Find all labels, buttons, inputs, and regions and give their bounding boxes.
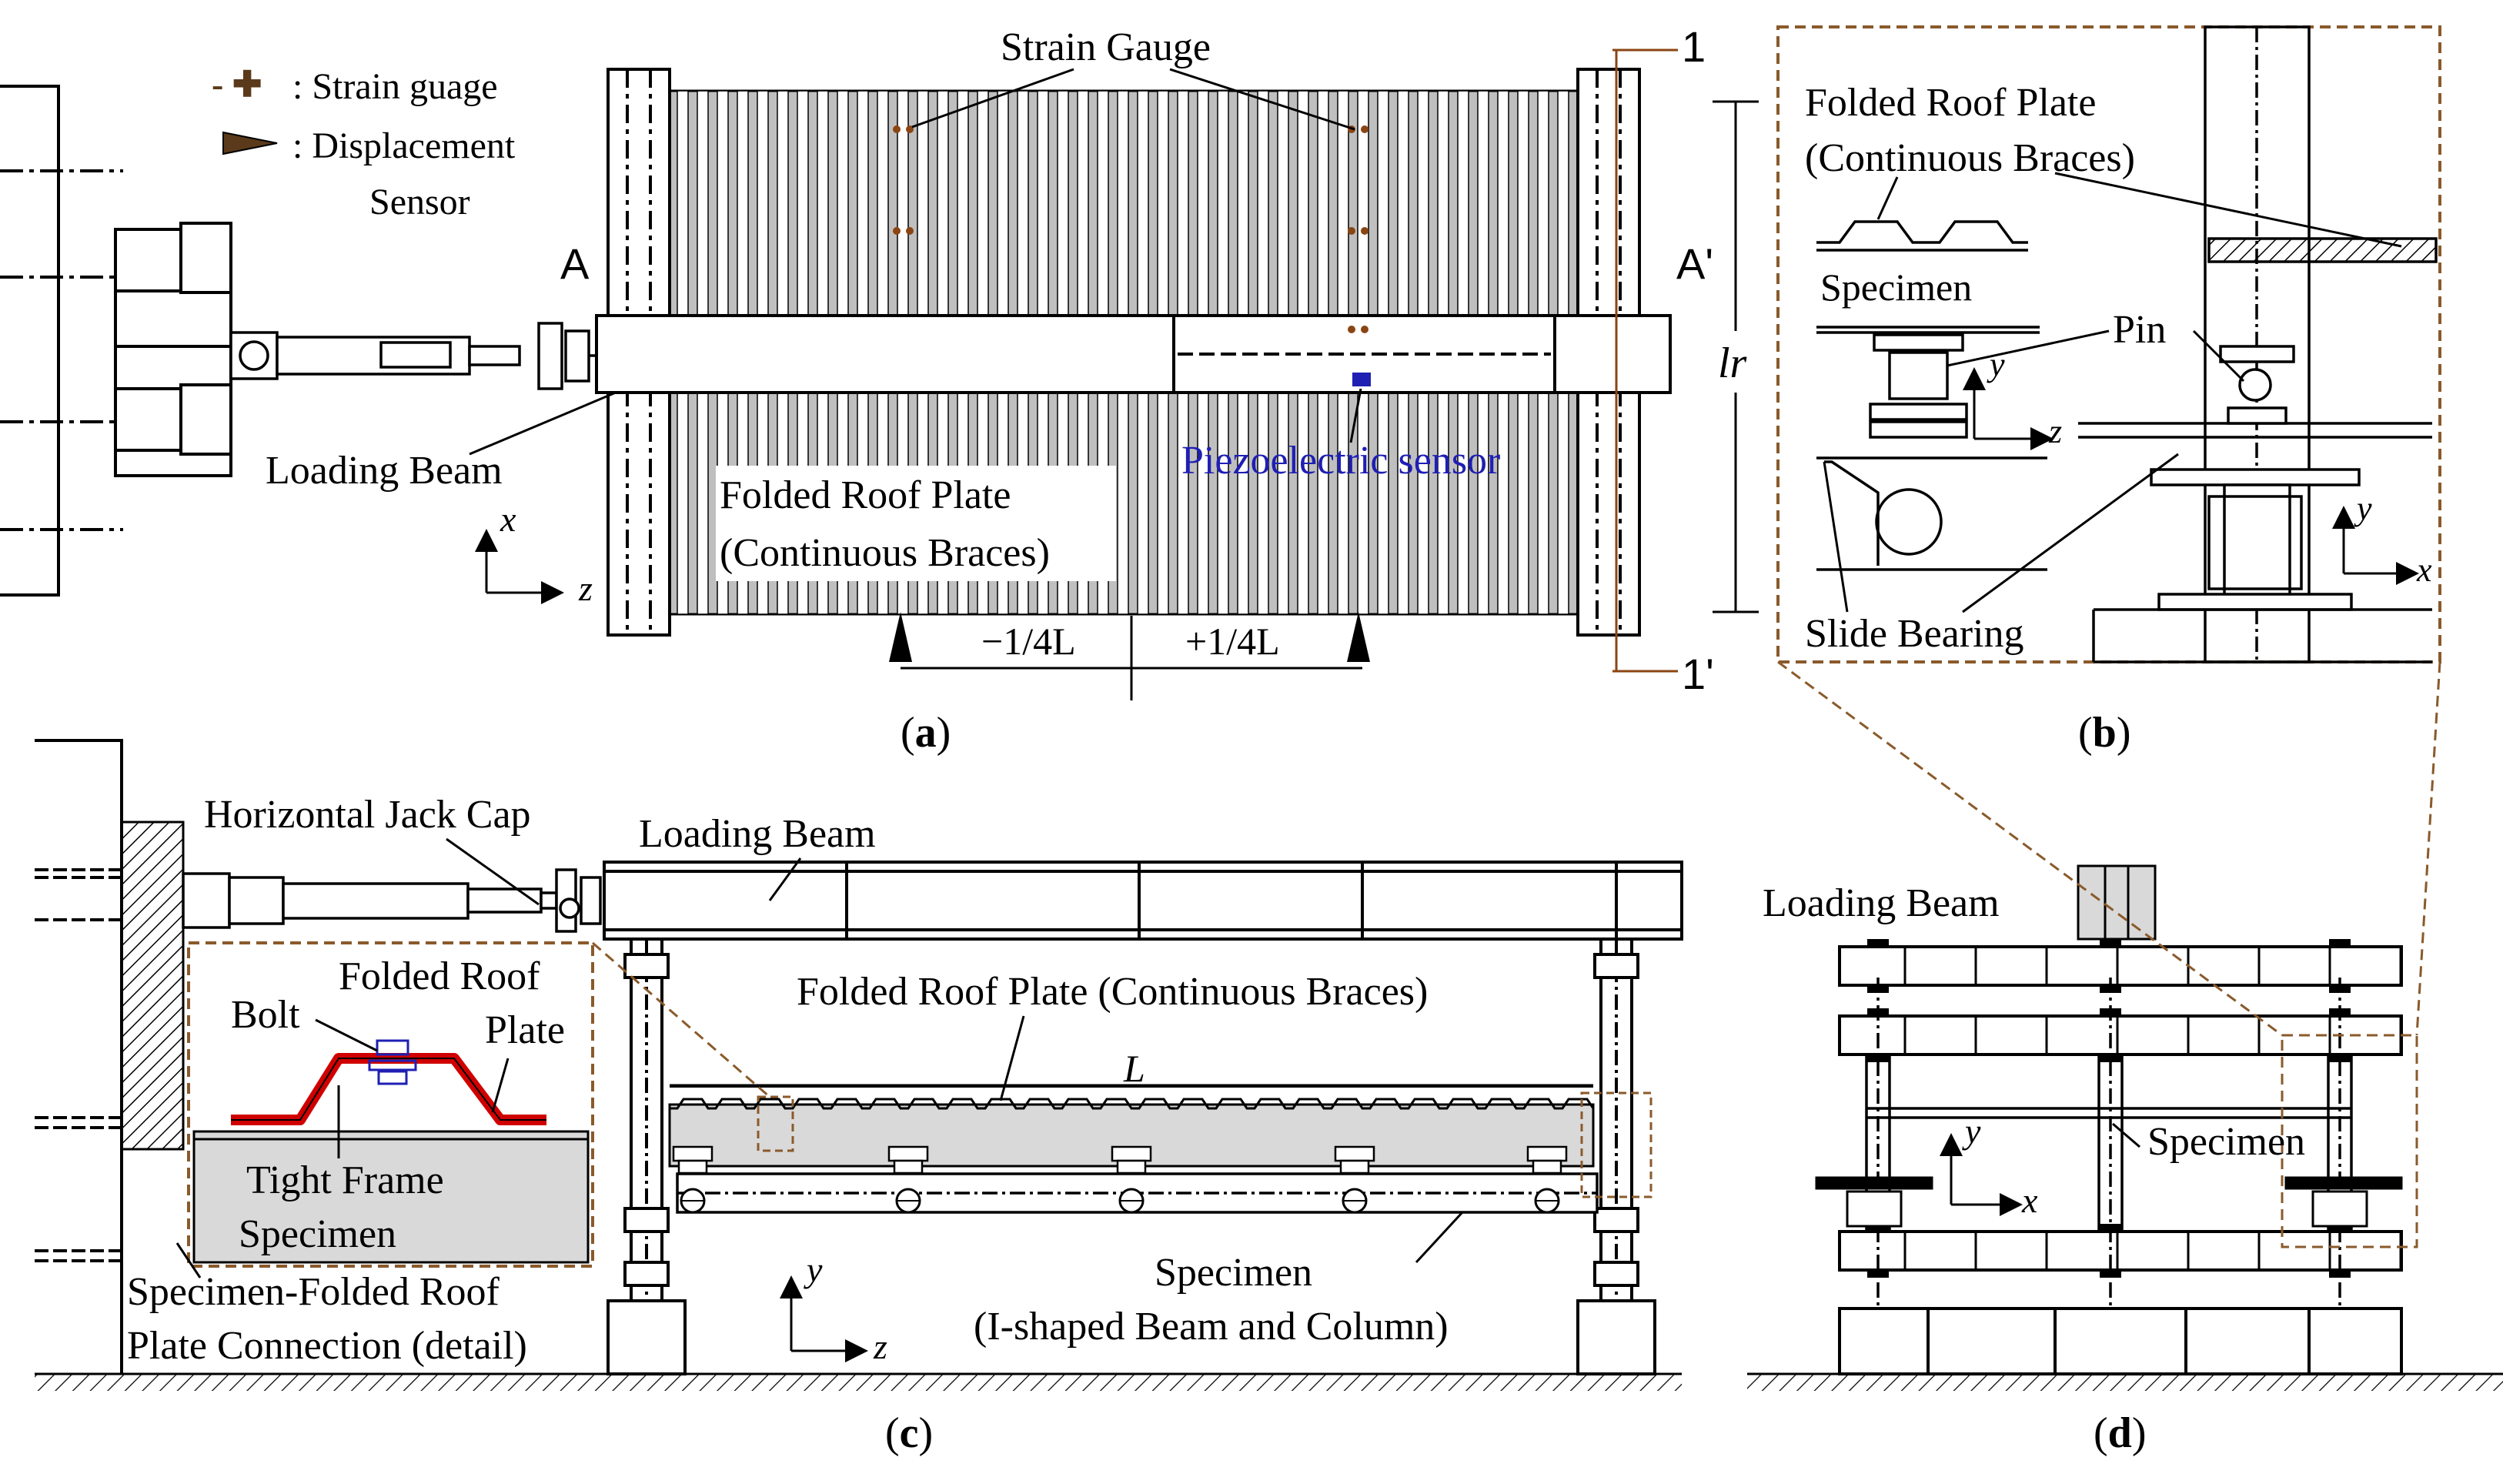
- dim-plus-quarter-l: +1/4L: [1185, 620, 1280, 663]
- label-loading-beam-d: Loading Beam: [1763, 881, 2000, 925]
- label-specimen-d: Specimen: [2147, 1120, 2305, 1164]
- label-specimen-detail: Specimen: [239, 1212, 396, 1256]
- axis-x-d: x: [2021, 1181, 2038, 1220]
- label-loading-beam-c: Loading Beam: [639, 812, 876, 856]
- label-jack-cap: Horizontal Jack Cap: [204, 793, 531, 837]
- tight-frame-block: [192, 1130, 590, 1264]
- axis-z-a: z: [578, 569, 593, 608]
- loading-beam-a: [595, 314, 1672, 394]
- panel-c: L Horizontal Jack Cap Loading Beam Folde…: [35, 739, 1683, 1457]
- axis-z-c: z: [873, 1327, 887, 1366]
- panel-label-a: (a): [901, 709, 951, 757]
- axis-y-d: y: [1962, 1111, 1981, 1151]
- section-mark-1: 1: [1682, 22, 1706, 71]
- label-specimen-c-2: (I-shaped Beam and Column): [974, 1305, 1449, 1349]
- label-tight-frame: Tight Frame: [246, 1158, 444, 1202]
- legend-a: - ✚ : Strain guage : Displacement Sensor: [212, 65, 516, 222]
- loading-beam-d: [2077, 864, 2157, 941]
- label-roof-plate-a-1: Folded Roof Plate: [720, 473, 1011, 517]
- label-strain-gauge-a: Strain Gauge: [1001, 25, 1211, 69]
- label-piezo-sensor: Piezoelectric sensor: [1181, 439, 1500, 483]
- panel-label-c: (c): [885, 1409, 933, 1457]
- span-l: L: [1123, 1047, 1145, 1090]
- label-slide-bearing: Slide Bearing: [1805, 612, 2024, 656]
- label-folded-roof-c-2: Plate: [485, 1008, 565, 1052]
- hatched-wall-block: [120, 821, 185, 1151]
- roof-plate-profile-c: [670, 1098, 1595, 1110]
- section-mark-1-prime: 1': [1682, 650, 1714, 698]
- label-roof-plate-b-2: (Continuous Braces): [1805, 136, 2135, 180]
- detail-frame-d: [2281, 1034, 2418, 1248]
- loading-beam-c: [603, 861, 1683, 941]
- section-mark-a: A: [560, 239, 590, 288]
- bolt-icon: [368, 1039, 417, 1085]
- ground-c: [35, 1374, 1682, 1391]
- actuator-a: [229, 322, 597, 390]
- stiffening-row: [1838, 1230, 2403, 1272]
- legend-disp-label-2: Sensor: [369, 182, 470, 222]
- dim-minus-quarter-l: −1/4L: [981, 620, 1076, 663]
- axis-x-a: x: [500, 500, 516, 539]
- strain-gauges-a: [893, 125, 1368, 333]
- axis-y-c: y: [804, 1250, 823, 1289]
- axis-x-b: x: [2416, 551, 2432, 589]
- panel-label-b: (b): [2078, 709, 2130, 757]
- panel-a: - ✚ : Strain guage : Displacement Sensor…: [0, 22, 1759, 757]
- legend-strain-symbol: - ✚: [212, 65, 262, 104]
- panel-d: Loading Beam Specimen y x (d): [1747, 660, 2503, 1457]
- reaction-wall-a: [0, 85, 123, 597]
- label-pin: Pin: [2113, 308, 2166, 352]
- label-loading-beam-a: Loading Beam: [266, 449, 503, 493]
- label-roof-plate-b-1: Folded Roof Plate: [1805, 81, 2096, 125]
- axis-y-b-left: y: [1987, 346, 2005, 383]
- actuator-mount-a: [114, 222, 254, 477]
- label-specimen-b: Specimen: [1820, 266, 1972, 309]
- label-roof-plate-a-2: (Continuous Braces): [720, 531, 1050, 575]
- label-bolt: Bolt: [231, 993, 300, 1037]
- legend-disp-label-1: : Displacement: [292, 125, 516, 166]
- panel-label-d: (d): [2094, 1409, 2146, 1457]
- label-connection-2: Plate Connection (detail): [127, 1324, 527, 1368]
- section-mark-a-prime: A': [1676, 239, 1713, 288]
- label-roof-plate-c: Folded Roof Plate (Continuous Braces): [797, 970, 1428, 1014]
- dim-lr: lr: [1718, 339, 1747, 387]
- horizontal-jack: [182, 868, 602, 933]
- stiffening-row: [1838, 945, 2403, 987]
- axis-y-b-right: y: [2354, 490, 2372, 527]
- label-folded-roof-c-1: Folded Roof: [339, 954, 540, 998]
- piezoelectric-sensor-mark: [1352, 373, 1371, 386]
- legend-strain-label: : Strain guage: [292, 66, 498, 107]
- displacement-sensors-a: [222, 131, 1370, 662]
- label-specimen-c-1: Specimen: [1155, 1251, 1312, 1295]
- panel-b: y z y x Folded Roof Plate (Continuous Br…: [1776, 25, 2441, 757]
- label-connection-1: Specimen-Folded Roof: [127, 1270, 500, 1314]
- ground-d: [1747, 1374, 2503, 1391]
- axis-z-b: z: [2048, 413, 2062, 450]
- bearings-c: [672, 1145, 1568, 1214]
